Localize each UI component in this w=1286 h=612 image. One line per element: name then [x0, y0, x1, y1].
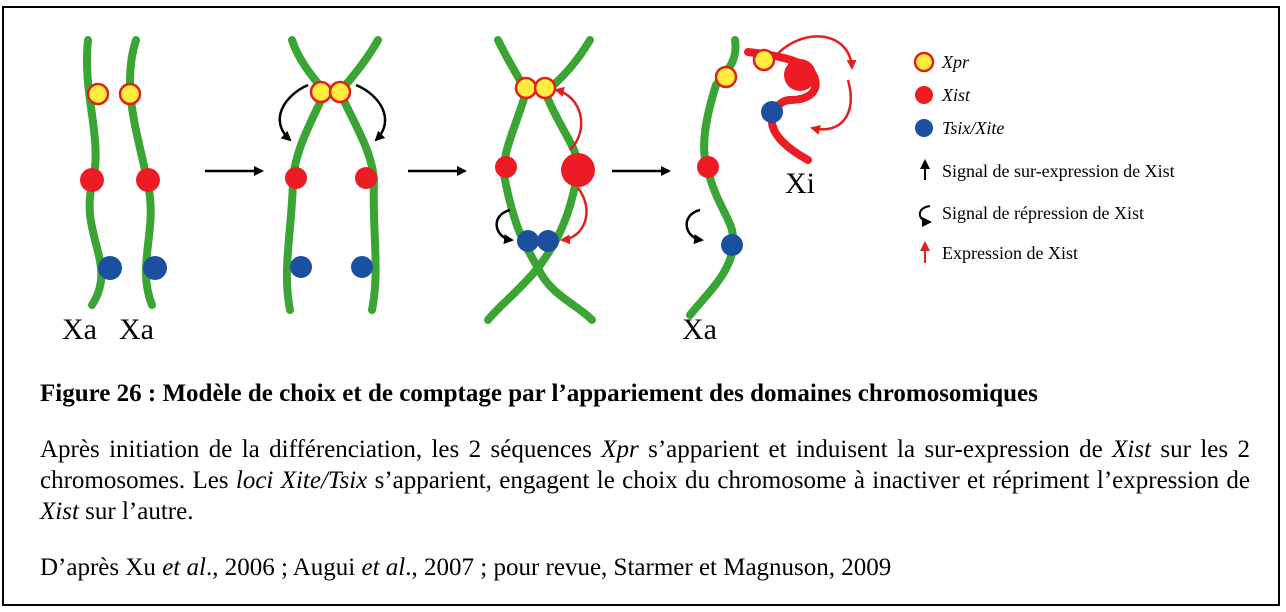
legend-tsix-label: Tsix/Xite — [942, 118, 1004, 138]
xpr-dot-s1-left — [86, 82, 110, 106]
legend-xist-label: Xist — [941, 85, 971, 105]
tsix-dot-s3-left — [517, 230, 539, 252]
xist-dot-s1-right — [136, 168, 160, 192]
red-arrow-stage3-down — [560, 187, 588, 245]
figure-frame — [2, 6, 1280, 606]
body-seg: s’apparient, engagent le choix du chromo… — [367, 467, 1251, 494]
label-xa-3: Xa — [682, 313, 717, 346]
xist-dot-xi — [784, 59, 816, 91]
tsix-dot-s3-right — [537, 230, 559, 252]
tsix-dot-s1-left — [98, 256, 122, 280]
xpr-dot-s4 — [714, 65, 738, 89]
figure-source: D’après Xu et al., 2006 ; Augui et al., … — [40, 552, 1250, 583]
figure-body: Après initiation de la différenciation, … — [40, 434, 1250, 527]
label-xa-1: Xa — [62, 313, 97, 346]
curved-arrow-stage2-right — [355, 83, 387, 142]
figure-title: Figure 26 : Modèle de choix et de compta… — [40, 378, 1250, 409]
tsix-dot-s4 — [721, 234, 743, 256]
source-etal-2: et al — [361, 554, 406, 581]
source-etal: et al — [162, 554, 206, 581]
tsix-dot-s2-right — [351, 256, 373, 278]
figure-caption: Figure 26 : Modèle de choix et de compta… — [40, 378, 1250, 583]
legend-xist-icon — [915, 86, 933, 104]
xpr-dot-s3-left — [514, 76, 538, 100]
repression-arrow-stage4 — [685, 208, 704, 245]
label-xa-2: Xa — [119, 313, 154, 346]
figure-title-label: Figure 26 : — [40, 380, 157, 407]
xist-dot-s1-left — [80, 168, 104, 192]
label-xi: Xi — [785, 167, 815, 200]
body-term-loci: loci Xite/Tsix — [235, 467, 368, 494]
legend-overexpression-label: Signal de sur-expression de Xist — [942, 161, 1175, 181]
tsix-dot-xi — [761, 101, 783, 123]
xpr-dot-s2-left — [309, 80, 333, 104]
tsix-dot-s2-left — [290, 256, 312, 278]
tsix-dot-s1-right — [143, 256, 167, 280]
source-seg: ., 2006 ; Augui — [205, 554, 362, 581]
legend-tsix-icon — [915, 119, 933, 137]
legend-repression-label: Signal de répression de Xist — [942, 203, 1144, 223]
xpr-dot-s3-right — [533, 76, 557, 100]
legend-xpr-icon — [913, 51, 935, 73]
chromosome-stage2-b — [335, 36, 382, 314]
xist-dot-s2-left — [285, 167, 307, 189]
chromosome-diagram: Xa Xa Xa Xi Xpr Xist Tsix/Xite Signal de… — [62, 35, 1175, 346]
body-seg: sur l’autre. — [78, 498, 194, 525]
figure-title-text: Modèle de choix et de comptage par l’app… — [162, 380, 1038, 407]
repression-arrow-stage3 — [495, 208, 514, 245]
legend-expression-label: Expression de Xist — [942, 243, 1078, 263]
xist-dot-s2-right — [355, 167, 377, 189]
xpr-dot-s1-right — [118, 82, 142, 106]
xpr-dot-xi — [752, 48, 776, 72]
source-seg: ., 2007 ; pour revue, Starmer et Magnuso… — [405, 554, 892, 581]
legend: Xpr Xist Tsix/Xite Signal de sur-express… — [913, 51, 1175, 263]
red-arrow-xi-loop — [810, 79, 853, 135]
chromosome-stage2-a — [282, 36, 330, 314]
legend-xpr-label: Xpr — [941, 52, 970, 72]
source-seg: D’après Xu — [40, 554, 163, 581]
red-arrow-stage3-up — [554, 86, 583, 151]
red-arrow-xi-top — [771, 35, 857, 70]
body-seg: s’apparient et induisent la sur-expressi… — [638, 436, 1113, 463]
xist-dot-s4 — [697, 156, 719, 178]
xist-dot-s3-left — [495, 156, 517, 178]
curved-arrow-stage2-left — [278, 83, 309, 142]
body-term-xpr: Xpr — [601, 436, 639, 463]
body-seg: sur les 2 chromosomes. Les — [40, 436, 1251, 494]
xist-dot-s3-big — [561, 153, 595, 187]
xpr-dot-s2-right — [328, 80, 352, 104]
body-term-xist-2: Xist — [40, 498, 79, 525]
body-term-xist: Xist — [1112, 436, 1152, 463]
legend-curved-arrow-icon — [918, 205, 932, 227]
body-seg: Après initiation de la différenciation, … — [40, 436, 602, 463]
